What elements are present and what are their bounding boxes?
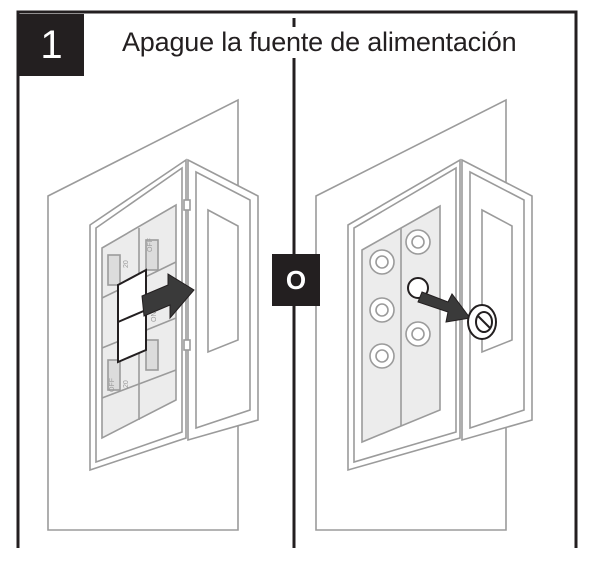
breaker-box [89,158,187,472]
wall-plate-left [47,98,239,531]
arrow-right-icon [141,273,195,320]
step-number-badge: 1 [19,14,84,76]
panel-door-left [187,158,259,442]
breaker-label-amp-bottom: 20 [123,380,130,388]
panel-door-right [461,158,533,442]
breaker-label-off-top: OFF [147,238,154,252]
breaker-switch-icon [117,268,147,364]
breaker-label-off-bottom: OFF [109,378,116,392]
breaker-label-on: ON [151,312,158,323]
frame-border [16,10,578,548]
or-separator-badge: O [272,254,320,306]
fuse-box [347,158,461,472]
wall-plate-right [315,98,507,531]
fuse-box-panel [315,98,533,531]
arrow-right-icon [417,291,471,323]
fuse-icon [467,304,497,340]
breaker-label-amp-top: 20 [123,260,130,268]
step-title: Apague la fuente de alimentación [120,27,519,58]
